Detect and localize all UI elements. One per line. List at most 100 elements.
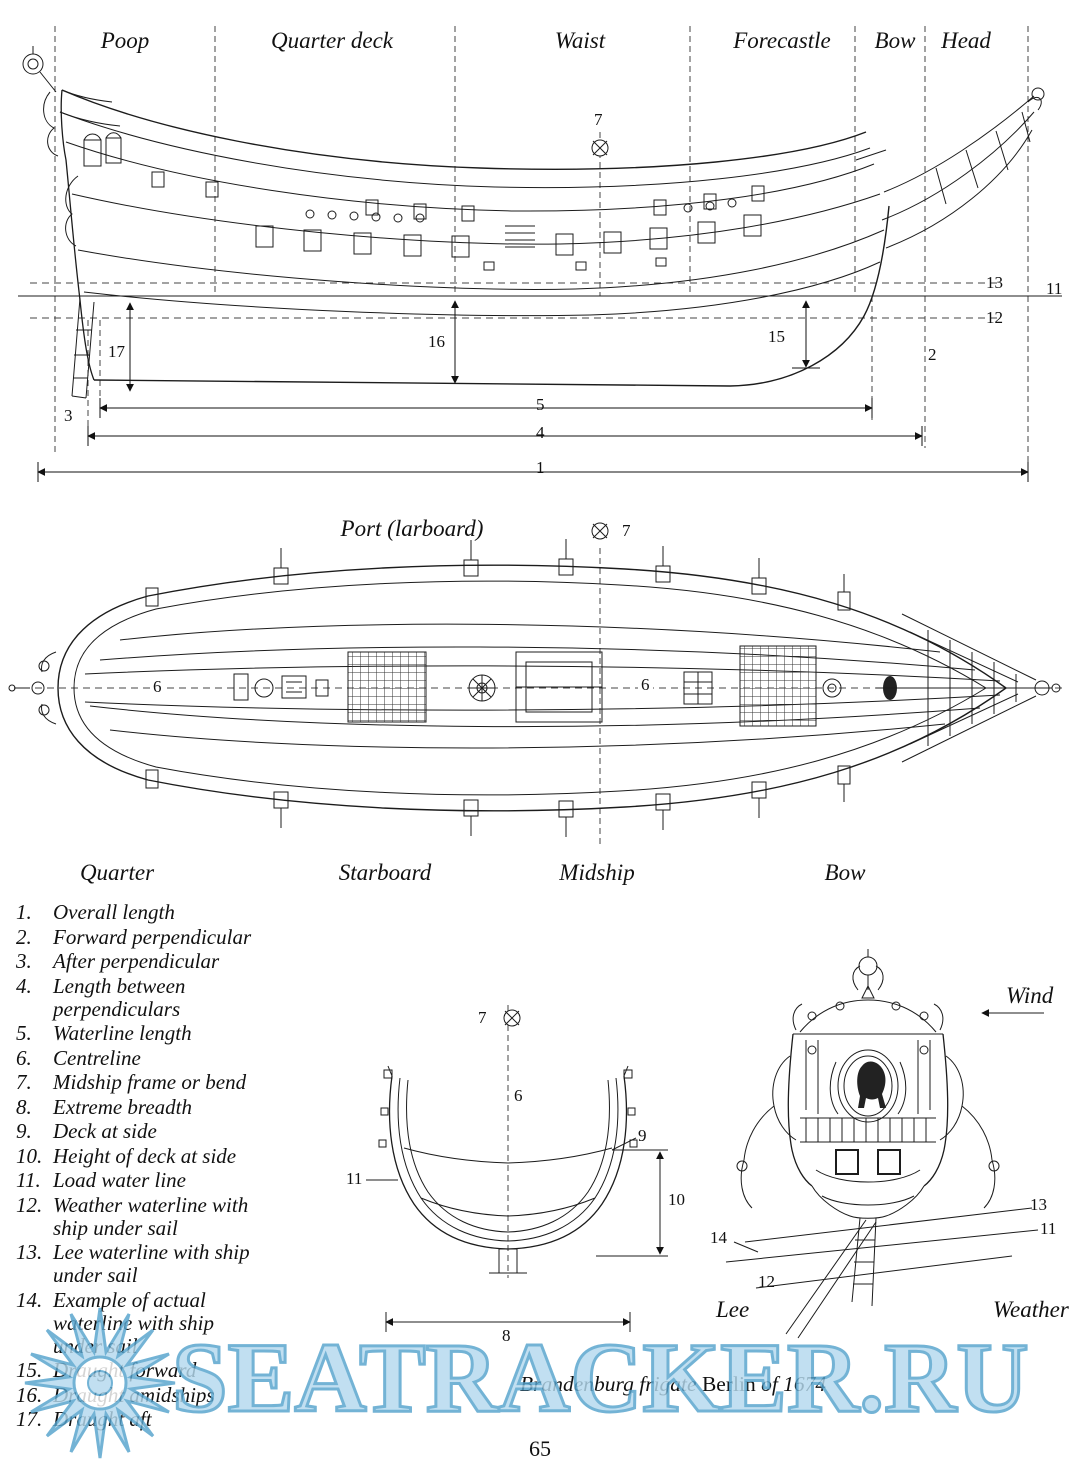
legend-item-number: 9. [16, 1119, 32, 1143]
side-view-drawing [18, 26, 1062, 484]
callout-12-side: 12 [986, 308, 1003, 327]
legend-item-text: Weather waterline with ship under sail [53, 1192, 249, 1240]
legend-item-number: 14. [16, 1287, 43, 1312]
callout-13-side: 13 [986, 273, 1003, 292]
callout-7-section: 7 [478, 1008, 487, 1027]
legend-item-number: 17. [16, 1407, 43, 1431]
legend-item-text: Forward perpendicular [53, 924, 252, 949]
midship-frame-symbol [591, 139, 609, 157]
legend-item: 2. Forward perpendicular [16, 924, 316, 949]
callout-11-stern: 11 [1040, 1219, 1057, 1238]
callout-8-section: 8 [502, 1326, 511, 1345]
callout-12-stern: 12 [758, 1272, 775, 1291]
legend-item: 1. Overall length [16, 901, 316, 924]
legend-item-text: Waterline length [53, 1021, 192, 1045]
section-label-bow: Bow [874, 28, 916, 53]
legend-item-number: 4. [16, 973, 32, 998]
legend-item: 12.Weather waterline with ship under sai… [16, 1192, 316, 1240]
legend-item: 14.Example of actual waterline with ship… [16, 1287, 316, 1358]
legend-item: 13. Lee waterline with ship under sail [16, 1241, 316, 1287]
legend-item: 3. After perpendicular [16, 950, 316, 973]
callout-6-aft: 6 [150, 677, 165, 697]
stern-view-drawing [725, 949, 1044, 1339]
callout-2-side: 2 [928, 345, 937, 364]
midship-frame-symbol [591, 522, 609, 540]
legend-item-number: 13. [16, 1240, 43, 1264]
callout-13-stern: 13 [1030, 1195, 1047, 1214]
legend-item-number: 11. [16, 1168, 41, 1192]
legend-item-number: 7. [16, 1070, 32, 1094]
section-view-drawing [366, 1005, 668, 1332]
plan-title: Port (larboard) [340, 516, 484, 541]
callout-7-plan: 7 [622, 521, 631, 540]
callout-15-side: 15 [768, 327, 785, 346]
caption-ship-name: Berlin [701, 1372, 756, 1396]
legend-item-number: 2. [16, 924, 32, 949]
legend-item: 7. Midship frame or bend [16, 1071, 316, 1094]
legend-item: 4. Length between perpendiculars [16, 973, 316, 1021]
section-label-head: Head [941, 28, 991, 53]
legend-item-number: 10. [16, 1143, 43, 1168]
legend-item: 9. Deck at side [16, 1120, 316, 1143]
legend-list: 1. Overall length 2. Forward perpendicular… [16, 901, 316, 1433]
legend-item-text: Overall length [53, 900, 175, 924]
legend-item: 16. Draught amidships [16, 1382, 316, 1407]
legend-item-number: 3. [16, 949, 32, 973]
callout-4-side: 4 [536, 423, 545, 442]
callout-1-side: 1 [536, 458, 545, 477]
legend-item-number: 16. [16, 1382, 43, 1407]
callout-14-stern: 14 [710, 1228, 727, 1247]
legend-item-text: Midship frame or bend [53, 1070, 247, 1094]
section-label-waist: Waist [554, 28, 606, 53]
lee-label: Lee [716, 1297, 750, 1322]
legend-item-text: Draught amidships [53, 1382, 215, 1407]
legend-item: 17. Draught aft [16, 1408, 316, 1431]
callout-11-section: 11 [346, 1169, 363, 1188]
section-label-quarter-deck: Quarter deck [271, 28, 393, 53]
plan-view-drawing [8, 522, 1062, 846]
legend-item-number: 6. [16, 1045, 32, 1070]
legend-item-text: Deck at side [53, 1119, 157, 1143]
callout-3-side: 3 [64, 406, 73, 425]
legend-item-number: 1. [16, 900, 32, 924]
midship-frame-symbol [503, 1009, 521, 1027]
legend-item: 6. Centreline [16, 1045, 316, 1070]
callout-9-section: 9 [638, 1126, 647, 1145]
legend-item-text: Load water line [53, 1168, 187, 1192]
plan-label-quarter: Quarter [79, 860, 155, 885]
legend-item-text: Extreme breadth [53, 1094, 192, 1119]
legend-item-number: 8. [16, 1094, 32, 1119]
callout-5-side: 5 [536, 395, 545, 414]
callout-16-side: 16 [428, 332, 445, 351]
callout-17-side: 17 [108, 342, 125, 361]
legend-item: 10. Height of deck at side [16, 1143, 316, 1168]
legend-item: 8. Extreme breadth [16, 1094, 316, 1119]
legend-item: 5.Waterline length [16, 1022, 316, 1045]
legend-item-number: 15. [16, 1358, 43, 1382]
plan-label-midship: Midship [559, 860, 635, 885]
legend-item: 11. Load water line [16, 1169, 316, 1192]
dimension-lines [37, 300, 1029, 482]
caption-pre: Brandenburg frigate [520, 1372, 702, 1396]
legend-item-text: Centreline [53, 1045, 141, 1070]
callout-10-section: 10 [668, 1190, 685, 1209]
section-label-forecastle: Forecastle [733, 28, 831, 53]
legend-item-text: Length between perpendiculars [53, 973, 186, 1021]
dimension-lines [385, 1149, 668, 1332]
legend-item-text: After perpendicular [53, 949, 220, 973]
legend-item-text: Draught aft [53, 1407, 152, 1431]
legend-item-text: Lee waterline with ship under sail [53, 1240, 250, 1287]
figure-caption: Brandenburg frigate Berlin of 1674 [520, 1372, 826, 1397]
page-number: 65 [529, 1436, 551, 1461]
wind-label: Wind [1006, 983, 1054, 1008]
plan-label-bow: Bow [824, 860, 866, 885]
legend-item-text: Draught forward [53, 1358, 197, 1382]
legend-item-text: Height of deck at side [53, 1143, 237, 1168]
callout-6-fwd: 6 [638, 675, 653, 695]
plan-label-starboard: Starboard [338, 860, 432, 885]
section-label-poop: Poop [100, 28, 150, 53]
weather-label: Weather [993, 1297, 1069, 1322]
callout-7-side: 7 [594, 110, 603, 129]
legend-item: 15. Draught forward [16, 1359, 316, 1382]
